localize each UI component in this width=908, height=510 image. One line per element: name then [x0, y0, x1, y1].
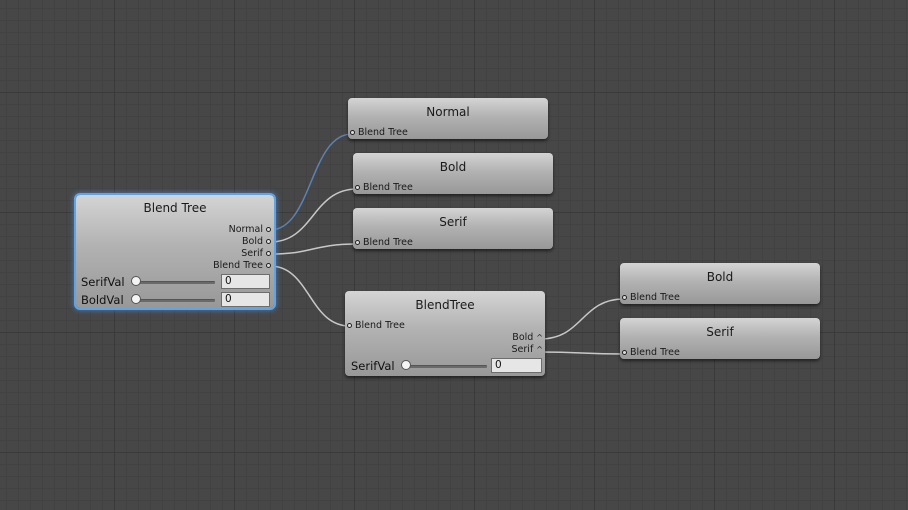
port-dot-icon[interactable] [355, 240, 360, 245]
input-port[interactable]: Blend Tree [622, 292, 680, 303]
input-port[interactable]: Blend Tree [622, 347, 680, 358]
node-title: BlendTree [415, 298, 475, 312]
slider-track [133, 299, 215, 302]
output-port-serif[interactable]: Serif [241, 248, 271, 259]
serifval-slider[interactable] [401, 360, 489, 372]
port-label: Blend Tree [213, 260, 263, 271]
wire-root-subtree[interactable] [269, 265, 351, 327]
node-title: Blend Tree [143, 201, 207, 215]
serifval-field[interactable]: 0 [221, 274, 270, 289]
wire-sub-serif[interactable] [539, 351, 625, 355]
param-row-serifval: SerifVal [351, 359, 489, 373]
port-dot-icon[interactable] [622, 295, 627, 300]
port-label: Blend Tree [358, 127, 408, 138]
serifval-slider[interactable] [131, 276, 217, 288]
port-label: Blend Tree [355, 320, 405, 331]
node-title: Serif [439, 215, 467, 229]
node-title: Serif [706, 325, 734, 339]
port-dot-icon[interactable] [266, 263, 271, 268]
port-dot-icon[interactable] [347, 323, 352, 328]
input-port[interactable]: Blend Tree [355, 237, 413, 248]
port-dot-icon[interactable] [350, 130, 355, 135]
boldval-slider[interactable] [131, 294, 217, 306]
input-port[interactable]: Blend Tree [355, 182, 413, 193]
port-caret-icon[interactable]: ^ [536, 332, 543, 342]
blend-tree-node-root[interactable]: Blend Tree Normal Bold Serif Blend Tree … [74, 193, 276, 310]
wire-root-serif[interactable] [269, 243, 358, 255]
slider-thumb[interactable] [131, 276, 141, 286]
output-port-bold[interactable]: Bold^ [512, 332, 543, 343]
wire-sub-bold[interactable] [539, 298, 625, 340]
slider-thumb[interactable] [131, 294, 141, 304]
slider-track [133, 281, 215, 284]
port-dot-icon[interactable] [622, 350, 627, 355]
output-port-bold[interactable]: Bold [242, 236, 271, 247]
boldval-field[interactable]: 0 [221, 292, 270, 307]
wire-root-normal[interactable] [269, 133, 353, 231]
port-label: Serif [511, 344, 534, 355]
node-title: Bold [706, 270, 734, 284]
port-dot-icon[interactable] [355, 185, 360, 190]
input-port[interactable]: Blend Tree [347, 320, 405, 331]
motion-node-normal[interactable]: Normal Blend Tree [348, 98, 548, 139]
param-label: SerifVal [351, 359, 395, 373]
port-label: Blend Tree [363, 182, 413, 193]
node-title: Bold [439, 160, 467, 174]
port-dot-icon[interactable] [266, 239, 271, 244]
slider-thumb[interactable] [401, 360, 411, 370]
param-label: SerifVal [81, 275, 125, 289]
serifval-field[interactable]: 0 [491, 358, 542, 373]
output-port-normal[interactable]: Normal [229, 224, 271, 235]
port-label: Bold [242, 236, 263, 247]
output-port-serif[interactable]: Serif^ [512, 344, 543, 355]
port-label: Bold [512, 332, 534, 343]
motion-node-sub-bold[interactable]: Bold Blend Tree [620, 263, 820, 304]
param-row-boldval: BoldVal [81, 293, 217, 307]
param-row-serifval: SerifVal [81, 275, 217, 289]
wire-root-bold[interactable] [269, 188, 358, 243]
param-label: BoldVal [81, 293, 124, 307]
port-label: Blend Tree [630, 347, 680, 358]
port-label: Normal [228, 224, 263, 235]
output-port-blend-tree[interactable]: Blend Tree [213, 260, 271, 271]
port-label: Blend Tree [363, 237, 413, 248]
port-dot-icon[interactable] [266, 251, 271, 256]
motion-node-bold[interactable]: Bold Blend Tree [353, 153, 553, 194]
motion-node-sub-serif[interactable]: Serif Blend Tree [620, 318, 820, 359]
port-caret-icon[interactable]: ^ [536, 344, 543, 354]
port-label: Blend Tree [630, 292, 680, 303]
input-port[interactable]: Blend Tree [350, 127, 408, 138]
blend-tree-node-sub[interactable]: BlendTree Blend Tree Bold^ Serif^ SerifV… [345, 291, 545, 376]
motion-node-serif[interactable]: Serif Blend Tree [353, 208, 553, 249]
node-title: Normal [426, 105, 470, 119]
slider-track [403, 365, 487, 368]
port-label: Serif [241, 248, 263, 259]
port-dot-icon[interactable] [266, 227, 271, 232]
